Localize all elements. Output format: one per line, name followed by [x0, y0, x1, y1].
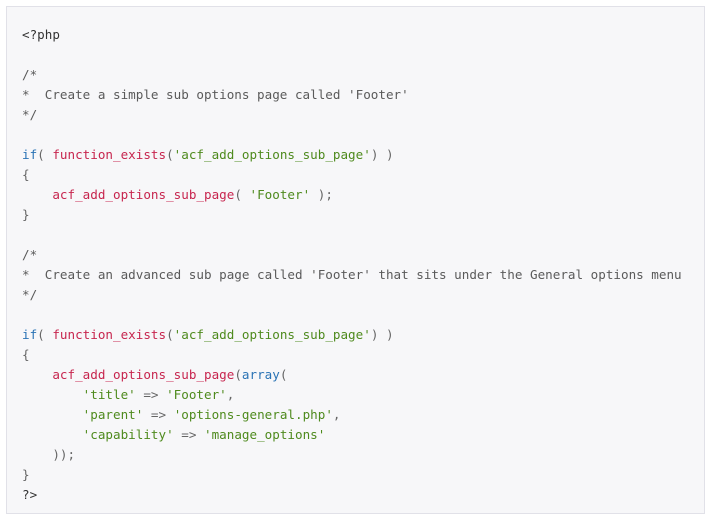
code-punctuation: { — [22, 167, 30, 182]
code-string: 'parent' — [82, 407, 144, 422]
code-punctuation: => — [173, 427, 205, 442]
code-punctuation: ) ) — [370, 327, 394, 342]
code-punctuation: , — [226, 387, 235, 402]
code-punctuation: , — [332, 407, 341, 422]
code-punctuation: => — [135, 387, 167, 402]
code-keyword: if — [22, 327, 38, 342]
code-line — [22, 125, 704, 145]
code-line: if( function_exists('acf_add_options_sub… — [22, 325, 704, 345]
code-line: acf_add_options_sub_page( 'Footer' ); — [22, 185, 704, 205]
code-text — [22, 407, 83, 422]
code-string: 'title' — [82, 387, 136, 402]
code-text — [22, 187, 52, 202]
code-string: 'Footer' — [166, 387, 227, 402]
code-punctuation: ( — [279, 367, 288, 382]
code-punctuation: } — [22, 207, 30, 222]
code-function-name: acf_add_options_sub_page — [52, 367, 235, 382]
code-punctuation: ); — [310, 187, 333, 202]
code-string: 'acf_add_options_sub_page' — [173, 327, 371, 342]
code-line: */ — [22, 105, 704, 125]
code-punctuation: ( — [234, 367, 242, 382]
code-line: 'title' => 'Footer', — [22, 385, 704, 405]
code-line: /* — [22, 65, 704, 85]
code-comment: */ — [22, 287, 38, 302]
code-punctuation: { — [22, 347, 30, 362]
code-text — [22, 387, 83, 402]
code-keyword: if — [22, 147, 38, 162]
code-line: { — [22, 345, 704, 365]
code-comment: /* — [22, 67, 38, 82]
code-text — [22, 427, 83, 442]
code-comment: * Create a simple sub options page calle… — [22, 87, 409, 102]
code-punctuation: )); — [52, 447, 76, 462]
code-punctuation: ) ) — [370, 147, 394, 162]
code-keyword: array — [241, 367, 280, 382]
code-string: 'capability' — [82, 427, 174, 442]
code-text: ?> — [22, 487, 38, 502]
code-punctuation: } — [22, 467, 30, 482]
code-line: } — [22, 465, 704, 485]
code-line: if( function_exists('acf_add_options_sub… — [22, 145, 704, 165]
code-line: ?> — [22, 485, 704, 505]
code-function-name: acf_add_options_sub_page — [52, 187, 235, 202]
code-line: 'capability' => 'manage_options' — [22, 425, 704, 445]
code-comment: */ — [22, 107, 38, 122]
code-function-name: function_exists — [52, 327, 167, 342]
code-line: * Create an advanced sub page called 'Fo… — [22, 265, 704, 285]
code-line — [22, 45, 704, 65]
code-punctuation: ( — [166, 147, 174, 162]
code-punctuation: => — [143, 407, 174, 422]
code-text: <?php — [22, 27, 60, 42]
code-string: 'manage_options' — [204, 427, 326, 442]
code-line: */ — [22, 285, 704, 305]
code-string: 'acf_add_options_sub_page' — [173, 147, 371, 162]
code-line: } — [22, 205, 704, 225]
code-punctuation: ( — [37, 147, 53, 162]
code-comment: /* — [22, 247, 38, 262]
code-punctuation: ( — [37, 327, 53, 342]
code-block: <?php /* * Create a simple sub options pa… — [6, 6, 705, 514]
code-line: acf_add_options_sub_page(array( — [22, 365, 704, 385]
code-line: )); — [22, 445, 704, 465]
code-punctuation: ( — [166, 327, 174, 342]
code-line: * Create a simple sub options page calle… — [22, 85, 704, 105]
code-string: 'options-general.php' — [173, 407, 333, 422]
code-function-name: function_exists — [52, 147, 167, 162]
code-line — [22, 225, 704, 245]
code-lines: <?php /* * Create a simple sub options pa… — [22, 25, 704, 505]
code-comment: * Create an advanced sub page called 'Fo… — [22, 267, 682, 282]
code-line — [22, 305, 704, 325]
code-text — [22, 447, 52, 462]
code-line: { — [22, 165, 704, 185]
code-string: 'Footer' — [249, 187, 311, 202]
code-text — [22, 367, 52, 382]
code-line: /* — [22, 245, 704, 265]
code-punctuation: ( — [234, 187, 250, 202]
code-line: <?php — [22, 25, 704, 45]
code-line: 'parent' => 'options-general.php', — [22, 405, 704, 425]
